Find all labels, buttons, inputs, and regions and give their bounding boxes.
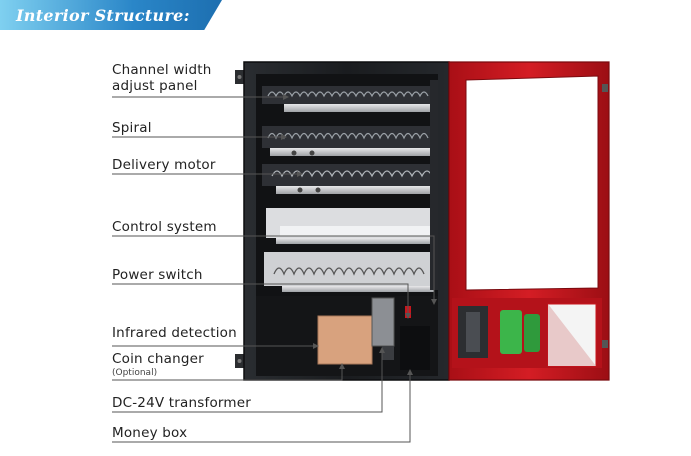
label-money-box: Money box [112,425,188,441]
spiral-tray-5 [264,252,434,292]
label-delivery-motor: Delivery motor [112,157,216,173]
spiral-tray-2 [262,126,434,156]
open-door [448,61,610,381]
spiral-tray-1 [262,86,434,112]
spiral-tray-3 [262,164,434,194]
label-infrared-detection: Infrared detection [112,325,237,341]
header-banner: Interior Structure: [0,0,222,30]
cable-channel [430,80,438,290]
label-power-switch: Power switch [112,267,203,283]
transformer-block [317,315,373,365]
spiral-tray-4 [266,208,434,244]
money-box-unit [400,326,430,370]
coin-changer-unit [371,297,395,347]
label-coin-changer-optional: (Optional) [112,368,158,378]
label-transformer: DC-24V transformer [112,395,252,411]
door-glass-window [465,75,599,291]
bill-acceptor-module [500,310,522,354]
leader-lines [112,96,435,443]
label-spiral: Spiral [112,120,152,136]
label-channel-width-line2: adjust panel [112,78,198,94]
label-coin-changer: Coin changer [112,351,204,367]
power-switch-unit [382,346,394,360]
label-control-system: Control system [112,219,217,235]
label-channel-width-line1: Channel width [112,62,212,78]
leader-arrowheads [281,94,437,375]
header-title: Interior Structure: [16,6,190,25]
